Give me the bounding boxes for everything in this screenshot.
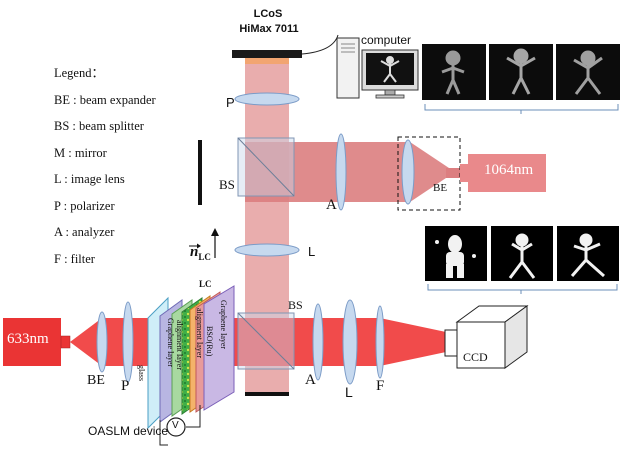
label-bs-top: BS [219,177,235,192]
analyzer-bottom [312,303,324,381]
voltage-lead-left [159,420,168,446]
label-p-top: P [226,95,235,110]
computer-label: computer [361,33,412,47]
legend: Legend： BE : beam expander BS : beam spl… [54,60,156,272]
label-l-mid: L [308,244,316,259]
red-beam-input [70,318,150,366]
red-beam-output [380,318,446,366]
red-laser-aperture [60,335,71,349]
oaslm-device-label: OASLM device [88,424,169,438]
label-p-bottom: P [121,378,130,394]
ccd-camera-icon [456,321,506,369]
monitor-figure [380,56,400,83]
oaslm-graphene-2 [203,285,235,411]
lc-tag: LC [199,279,212,289]
director-symbol: n [190,244,199,260]
input-images [422,44,620,114]
mirror-top [198,140,202,205]
legend-item-l: L : image lens [54,172,125,186]
bs-bottom-diagonal [237,312,295,370]
imaging-lens-bottom [342,299,358,385]
analyzer-top [335,133,347,211]
output-images [425,226,619,294]
red-laser [3,318,61,366]
director-label: nLC [190,244,211,262]
lcos-cable [301,34,339,55]
filter-bottom [375,305,385,379]
layer-label-bso: BSO(Ru) [205,326,214,357]
ir-laser-label: 1064nm [484,162,534,178]
label-a-bottom: A [305,372,316,388]
voltage-label: V [172,420,179,431]
ccd-lens-mount [444,329,458,357]
oaslm-stack [147,285,235,430]
voltage-source-icon [166,417,186,437]
legend-item-a: A : analyzer [54,225,115,239]
layer-label-glass: glass [137,365,146,381]
red-laser-label: 633nm [7,331,49,347]
beam-expander-lens-top [401,139,415,205]
ccd-label: CCD [463,350,488,364]
layer-label-graphene-2: Graphene layer [219,300,228,350]
legend-item-m: M : mirror [54,145,107,160]
lcos-panel [232,50,302,58]
ir-beam-link [446,168,464,178]
mirror-bottom [245,392,289,396]
legend-title: Legend： [54,66,104,80]
polarizer-top [234,92,300,106]
label-a-top: A [326,197,337,213]
label-be-top: BE [433,182,448,194]
n-vector-head [197,243,201,249]
layer-label-graphene-1: Graphene layer [166,318,175,368]
lcos-model-label: HiMax 7011 [239,23,299,35]
lcos-window [245,58,289,64]
legend-item-f: F : filter [54,251,95,266]
director-subscript: LC [198,252,211,262]
voltage-lead-right [186,405,201,428]
lcos-label: LCoS [253,8,283,20]
label-bs-bottom: BS [288,298,303,312]
director-arrowhead [211,228,219,236]
legend-item-bs: BS : beam splitter [54,119,144,133]
layer-label-alignment-2: alignment layer [195,308,204,358]
beam-expander-lens-bottom [96,311,108,373]
input-images-bracket [424,104,619,111]
polarizer-bottom [122,301,134,383]
label-be-bottom: BE [87,373,105,388]
layer-label-alignment-1: alignment layer [175,320,184,370]
ir-laser [468,154,546,192]
legend-item-be: BE : beam expander [54,92,156,107]
ir-laser-aperture [460,164,468,182]
imaging-lens-mid [234,243,300,257]
output-images-bracket [427,284,618,291]
bs-top-diagonal [237,137,295,197]
legend-item-p: P : polarizer [54,198,115,213]
label-l-bottom: L [345,384,353,400]
label-f-bottom: F [376,378,385,394]
tower-case-icon [336,37,360,99]
computer-icon [336,37,419,99]
